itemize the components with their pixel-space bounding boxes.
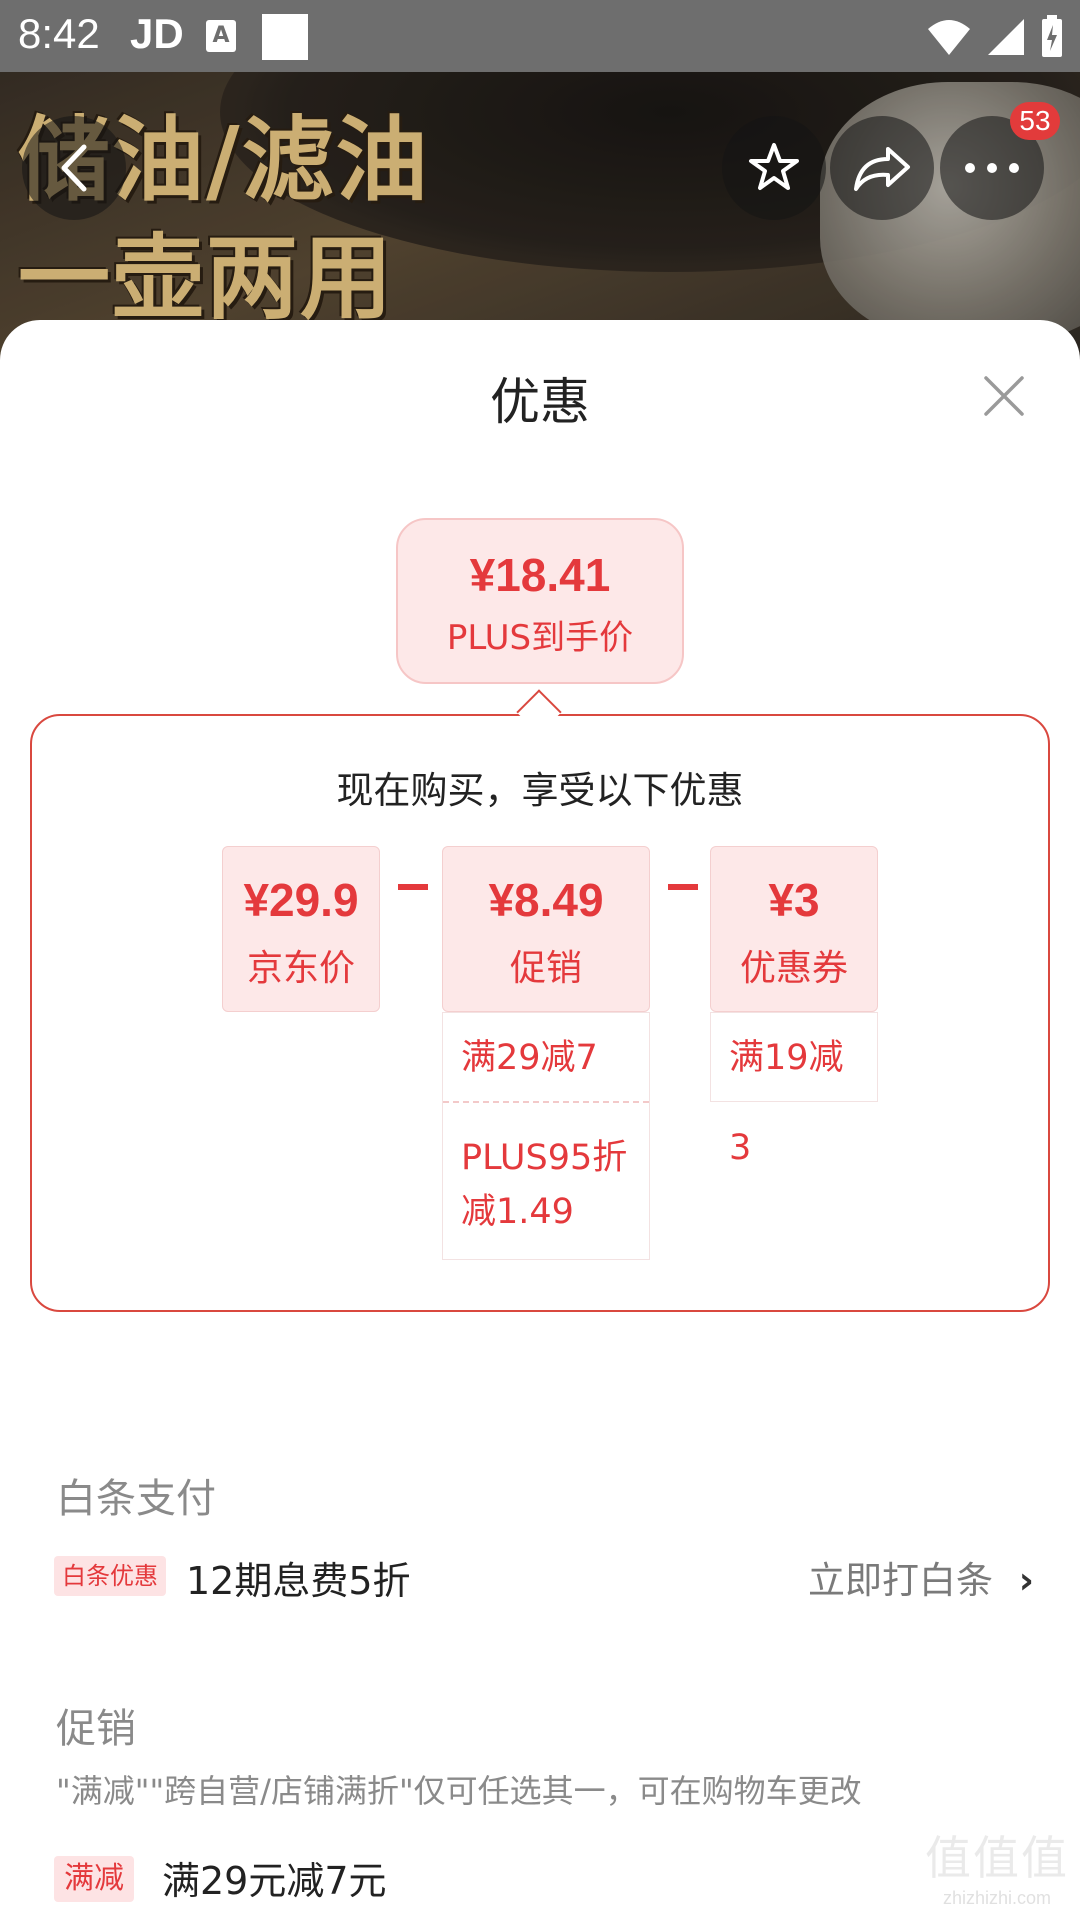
promotion-detail-item: 满29减7 (443, 1013, 649, 1103)
favorite-button[interactable] (722, 116, 826, 220)
final-price-value: ¥18.41 (469, 549, 611, 601)
back-icon (61, 144, 87, 192)
price-breakdown-panel: 现在购买，享受以下优惠 ¥29.9 京东价 ¥8.49 促销 满29减7 PLU… (30, 714, 1050, 1312)
promotion-amount: ¥8.49 (488, 874, 604, 926)
message-count-badge: 53 (1010, 102, 1060, 140)
baitiao-offer-text: 12期息费5折 (186, 1559, 411, 1603)
notification-square-icon (262, 14, 308, 60)
notification-a-icon: A (206, 20, 236, 52)
status-time: 8:42 (18, 10, 100, 57)
promotion-offer-text: 满29元减7元 (162, 1859, 387, 1903)
wifi-icon (928, 20, 970, 55)
coupon-label: 优惠券 (739, 948, 848, 989)
site-watermark: 值值值 zhizhizhi.com (922, 1822, 1072, 1912)
discount-sheet: 优惠 ¥18.41 PLUS到手价 现在购买，享受以下优惠 ¥29.9 京东价 … (0, 320, 1080, 1920)
hero-caption-line2: 一壶两用 (18, 225, 395, 332)
baitiao-action-label: 立即打白条 (807, 1559, 993, 1602)
promotion-detail-item: PLUS95折 减1.49 (461, 1138, 628, 1232)
coupon-chip: ¥3 优惠券 (710, 846, 878, 1012)
coupon-detail-item: 满19减3 (729, 1038, 844, 1168)
coupon-amount: ¥3 (768, 874, 820, 926)
status-bar: 8:42 JD A (0, 0, 1080, 72)
jd-price-chip: ¥29.9 京东价 (222, 846, 380, 1012)
promotion-chip: ¥8.49 促销 (442, 846, 650, 1012)
close-icon[interactable] (980, 372, 1028, 420)
back-button[interactable] (22, 116, 126, 220)
chevron-right-icon: › (1018, 1559, 1034, 1602)
share-button[interactable] (830, 116, 934, 220)
breakdown-intro: 现在购买，享受以下优惠 (336, 769, 744, 812)
watermark-site: zhizhizhi.com (942, 1888, 1052, 1908)
promotion-details: 满29减7 PLUS95折 减1.49 (442, 1012, 650, 1260)
baitiao-action-link[interactable]: 立即打白条 › (808, 1550, 1034, 1604)
sheet-title: 优惠 (490, 373, 590, 431)
star-icon (749, 143, 799, 190)
minus-sign (398, 884, 428, 890)
jd-price-amount: ¥29.9 (243, 874, 359, 926)
status-app-label: JD (130, 10, 184, 57)
signal-icon (988, 19, 1024, 55)
battery-icon (1042, 15, 1062, 57)
final-price-label: PLUS到手价 (446, 618, 634, 658)
plus-final-price: ¥18.41 PLUS到手价 (396, 518, 684, 684)
system-icons (926, 14, 1064, 60)
promotion-note: "满减""跨自营/店铺满折"仅可任选其一，可在购物车更改 (56, 1772, 862, 1810)
promotion-section-title: 促销 (56, 1706, 136, 1752)
baitiao-tag: 白条优惠 (54, 1556, 166, 1596)
coupon-details: 满19减3 (710, 1012, 878, 1168)
baitiao-section-title: 白条支付 (56, 1476, 216, 1522)
jd-price-label: 京东价 (246, 948, 355, 989)
promotion-label: 促销 (509, 948, 582, 989)
more-icon (965, 163, 1019, 173)
minus-sign (668, 884, 698, 890)
watermark-glyph: 值值值 (925, 1831, 1069, 1885)
share-icon (854, 147, 910, 191)
promotion-tag: 满减 (54, 1856, 134, 1902)
